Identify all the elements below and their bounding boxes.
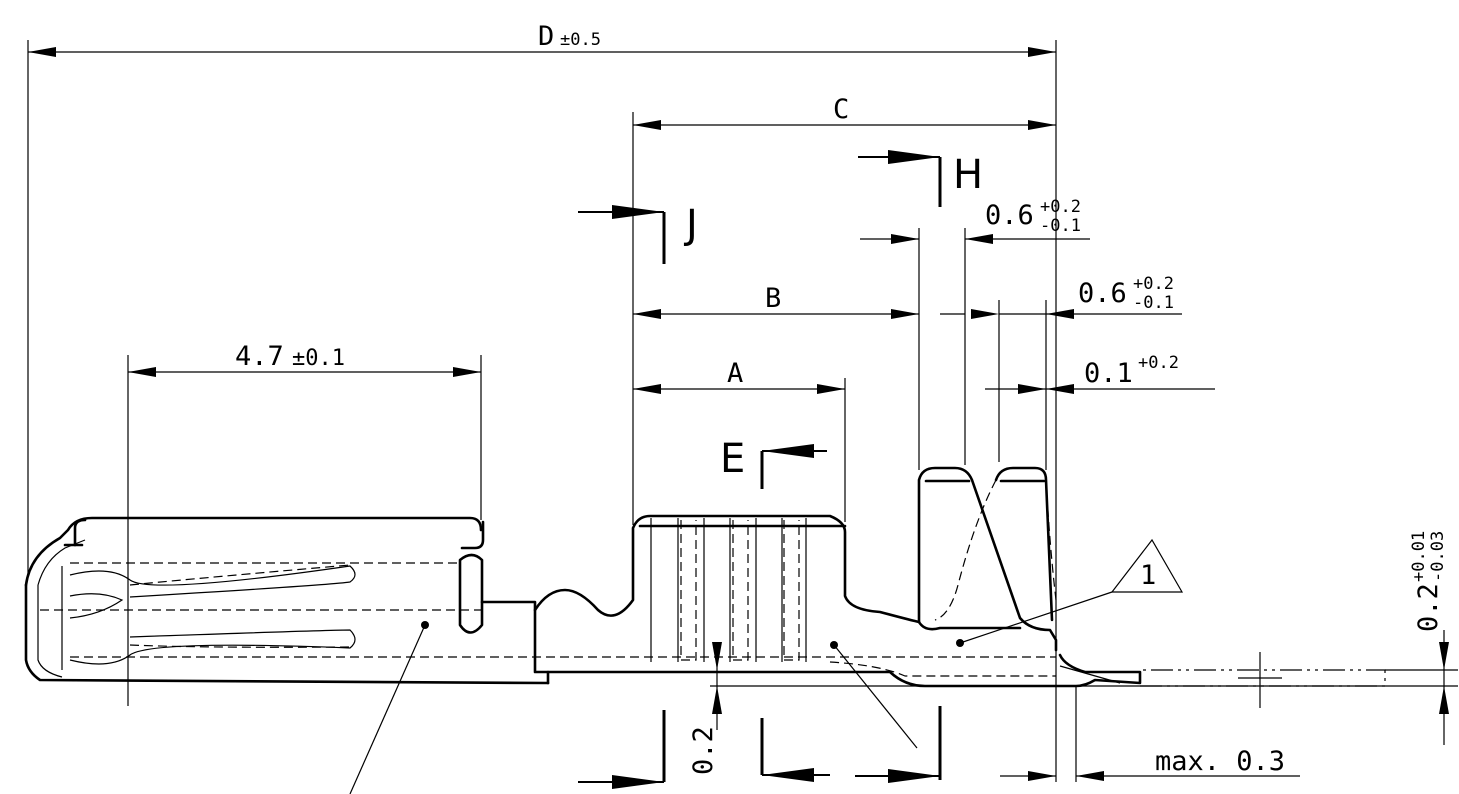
dimension-D-label: D (538, 21, 554, 52)
offset-value: 0.2 (688, 726, 719, 775)
dimension-gap-lower: 0.6 +0.2 -0.1 (940, 274, 1182, 319)
section-marker-J: J (578, 202, 698, 264)
dimension-D: D ±0.5 (28, 21, 1056, 57)
leader-lines (349, 591, 1113, 794)
dimension-4-7: 4.7 ±0.1 (128, 341, 481, 377)
dimension-gap-upper: 0.6 +0.2 -0.1 (860, 197, 1090, 244)
gap-small-tol-plus: +0.2 (1138, 353, 1179, 373)
section-marker-bottom-left (578, 710, 666, 789)
gap-small-value: 0.1 (1084, 358, 1133, 389)
section-marker-E: E (720, 436, 827, 489)
dimension-thickness: 0.2 +0.01 -0.03 (1409, 531, 1449, 745)
dimension-max-offset: max. 0.3 (1000, 746, 1300, 781)
dimension-C: C (633, 94, 1056, 130)
thickness-value: 0.2 (1413, 583, 1444, 632)
gap-upper-tol-plus: +0.2 (1040, 197, 1081, 217)
gap-lower-value: 0.6 (1078, 278, 1127, 309)
section-H-label: H (953, 152, 983, 198)
max-offset-value: max. 0.3 (1155, 746, 1285, 777)
section-J-label: J (683, 202, 698, 248)
dimension-D-tolerance: ±0.5 (560, 30, 601, 50)
thickness-tol-plus: +0.01 (1409, 531, 1429, 582)
section-marker-bottom-mid (760, 718, 830, 782)
dimension-C-label: C (833, 94, 849, 125)
reference-triangle-label: 1 (1140, 560, 1156, 591)
gap-lower-tol-minus: -0.1 (1133, 293, 1174, 313)
dimension-B: B (633, 283, 919, 319)
gap-upper-tol-minus: -0.1 (1040, 216, 1081, 236)
terminal-contact-body (24, 466, 1386, 688)
dimension-B-label: B (765, 283, 781, 314)
dimension-A-label: A (727, 358, 743, 389)
centerlines (1238, 652, 1282, 708)
section-marker-H: H (858, 150, 983, 207)
dimension-A: A (633, 358, 845, 394)
reference-triangle-marker: 1 (1110, 538, 1184, 593)
dimension-4-7-tolerance: ±0.1 (292, 346, 345, 371)
thickness-tol-minus: -0.03 (1428, 531, 1448, 582)
section-E-label: E (720, 436, 745, 482)
dimension-4-7-value: 4.7 (235, 341, 284, 372)
gap-upper-value: 0.6 (985, 200, 1034, 231)
dimension-gap-small: 0.1 +0.2 (985, 353, 1215, 394)
dimension-offset: 0.2 (688, 642, 722, 775)
section-marker-bottom-right (855, 706, 942, 783)
gap-lower-tol-plus: +0.2 (1133, 274, 1174, 294)
